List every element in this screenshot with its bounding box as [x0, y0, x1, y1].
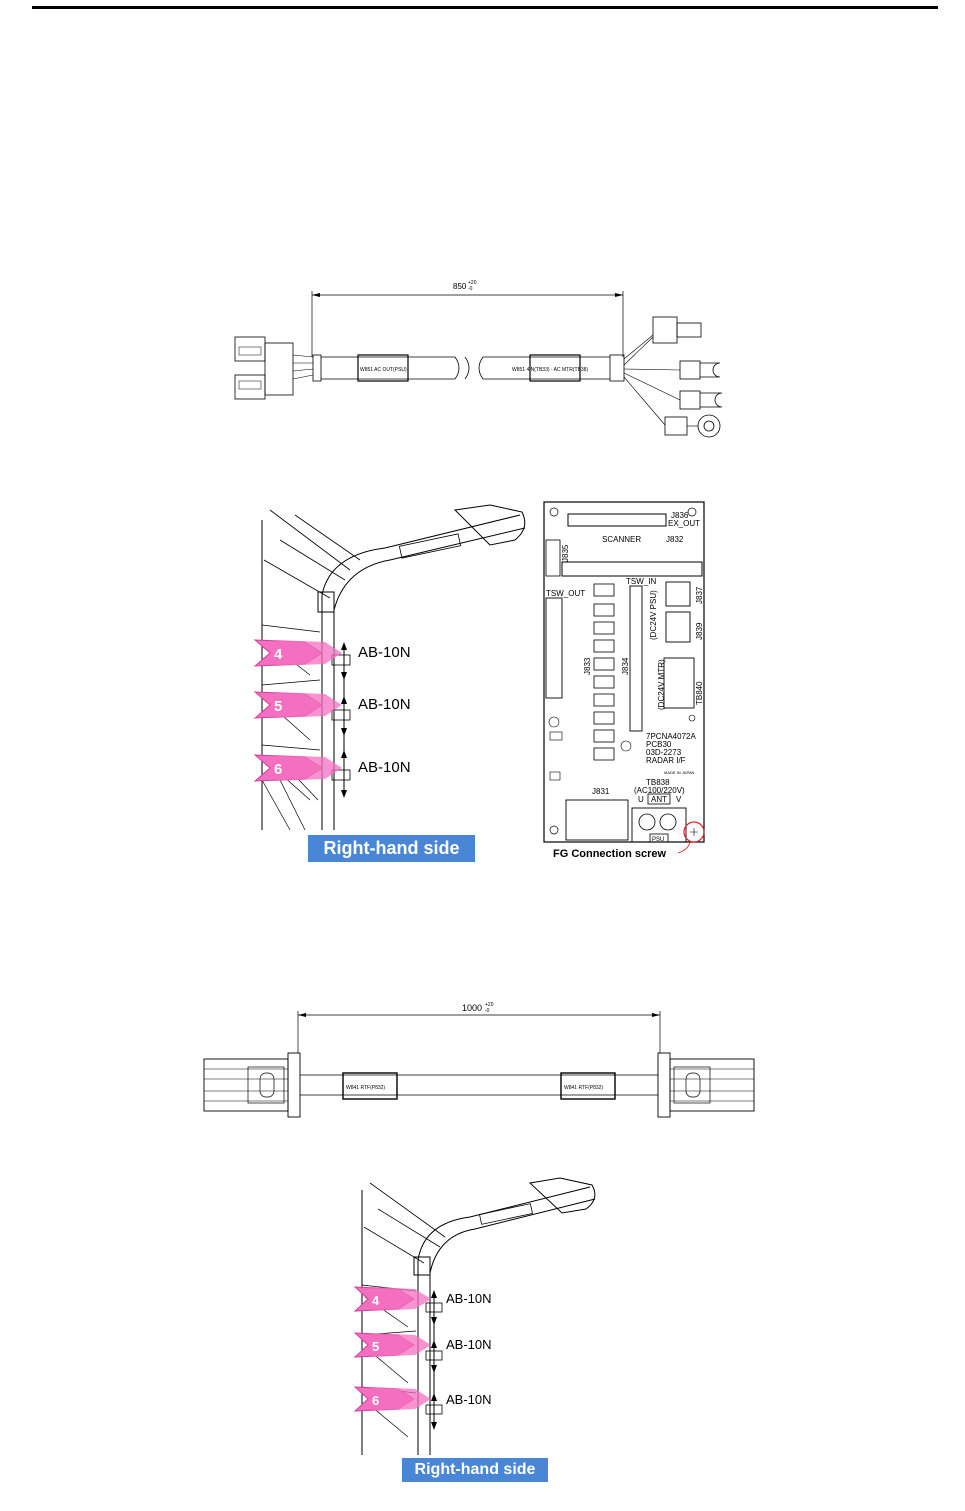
pcb-part: 7PCNA4072A — [646, 732, 696, 741]
pcb-ac-voltage: (AC100/220V) — [634, 786, 685, 795]
scanner-frame-drawing-2: 4 5 6 AB-10N AB-10N AB-10N — [353, 1177, 596, 1455]
figure1-caption: Right-hand side — [308, 835, 475, 862]
callout2-label-4: AB-10N — [446, 1291, 492, 1306]
pcb-j835: J835 — [561, 544, 570, 562]
scanner-frame-drawing-1: 4 5 6 AB-10N AB-10N AB-10N — [253, 504, 526, 831]
pcb-psu: PSU — [652, 837, 664, 843]
callout-num-6: 6 — [274, 761, 282, 778]
pcb-v: V — [676, 795, 682, 804]
pcb-j832: J832 — [666, 535, 684, 544]
cable2-dimension: 1000 — [462, 1003, 482, 1013]
callout2-label-5: AB-10N — [446, 1337, 492, 1352]
cable1-label-right: W851 4IN(TB33) - AC MTR(TB38) — [512, 367, 588, 373]
pcb-j833: J833 — [583, 657, 592, 675]
pcb-dc24v-mtr: (DC24V MTR) — [657, 659, 666, 710]
cable1-label-left: W851 AC OUT(PSU) — [360, 367, 407, 373]
callout2-num-5: 5 — [372, 1339, 379, 1354]
cable1-tol-upper: +20 — [468, 280, 477, 286]
cable1-dimension: 850 — [453, 282, 467, 291]
pcb-scanner: SCANNER — [602, 535, 641, 544]
pcb-tb838: TB838 — [646, 778, 670, 787]
pcb-u: U — [638, 795, 644, 804]
cable2-tol-upper: +20 — [485, 1002, 494, 1008]
figure2-caption: Right-hand side — [402, 1458, 548, 1482]
cable-1000-drawing: 1000 +20 -0 W841 RTF(P832) W841 RTF(P832… — [203, 1002, 755, 1118]
pcb-made-in: MADE IN JAPAN — [664, 770, 694, 775]
callout-num-4: 4 — [274, 646, 283, 663]
cable2-label-right: W841 RTF(P832) — [564, 1085, 603, 1091]
pcb-code: 03D-2273 — [646, 748, 682, 757]
callout2-num-6: 6 — [372, 1393, 379, 1408]
cable2-tol-lower: -0 — [485, 1008, 490, 1014]
callout-label-4: AB-10N — [358, 644, 411, 661]
pcb-j837: J837 — [695, 586, 704, 604]
pcb-fg-label: FG Connection screw — [553, 848, 667, 860]
cable2-label-left: W841 RTF(P832) — [346, 1085, 385, 1091]
callout-label-6: AB-10N — [358, 759, 411, 776]
pcb-ant: ANT — [651, 795, 667, 804]
callout-label-5: AB-10N — [358, 696, 411, 713]
cable1-tol-lower: -0 — [468, 286, 473, 292]
callout-num-5: 5 — [274, 698, 282, 715]
pcb-board-drawing: J836 EX_OUT SCANNER J832 J835 TSW_IN TSW… — [543, 501, 705, 854]
pcb-tb840: TB840 — [695, 681, 704, 705]
pcb-j831: J831 — [592, 787, 610, 796]
callout2-label-6: AB-10N — [446, 1392, 492, 1407]
pcb-tsw-out: TSW_OUT — [546, 589, 585, 598]
pcb-ex-out: EX_OUT — [668, 519, 700, 528]
pcb-dc24v-psu: (DC24V PSU) — [649, 590, 658, 640]
pcb-name: PCB30 — [646, 740, 672, 749]
header-rule — [32, 6, 938, 9]
fg-screw-highlight — [683, 821, 705, 843]
pcb-tsw-in: TSW_IN — [626, 577, 656, 586]
callout2-num-4: 4 — [372, 1293, 380, 1308]
pcb-j839: J839 — [695, 622, 704, 640]
pcb-j834: J834 — [621, 657, 630, 675]
cable-850-drawing: 850 +20 -0 W851 AC OUT(PSU) W851 4IN(TB3… — [234, 280, 723, 438]
pcb-title: RADAR I/F — [646, 756, 686, 765]
pcb-j836: J836 — [671, 511, 689, 520]
